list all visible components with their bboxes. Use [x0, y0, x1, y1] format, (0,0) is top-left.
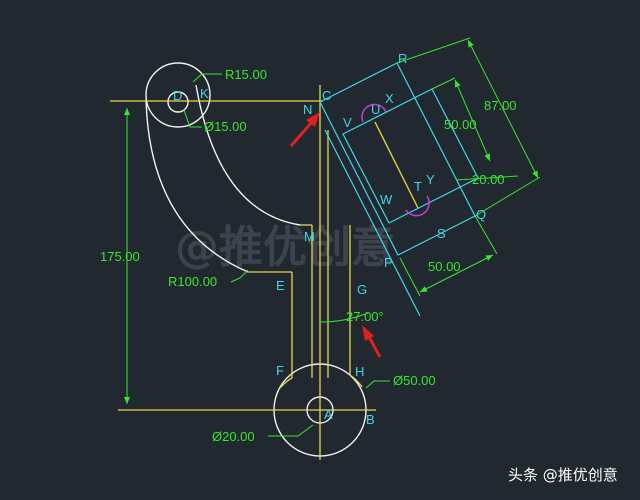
point-label-x: X — [385, 91, 394, 106]
rotated-block — [319, 62, 479, 317]
dim-r100: R100.00 — [168, 274, 217, 289]
point-label-h: H — [355, 364, 364, 379]
point-label-g: G — [357, 282, 367, 297]
point-label-f: F — [276, 363, 284, 378]
source-credit: 头条 @推优创意 — [508, 466, 618, 484]
dim-50-upper: 50.00 — [444, 117, 477, 132]
dim-20: 20.00 — [472, 172, 505, 187]
point-label-p: P — [384, 255, 393, 270]
dim-d20: Ø20.00 — [212, 429, 255, 444]
point-label-c: C — [322, 88, 331, 103]
point-label-b: B — [366, 412, 375, 427]
point-label-n: N — [303, 102, 312, 117]
construction-lines — [110, 85, 419, 460]
boss-outer-circle — [145, 62, 211, 128]
point-label-u: U — [371, 102, 380, 117]
point-label-r: R — [398, 51, 407, 66]
slot-bottom-arc — [405, 195, 430, 217]
point-label-y: Y — [426, 172, 435, 187]
point-labels: A B C D E F G H K M N P Q R S T U V W X … — [173, 51, 486, 427]
dim-d50: Ø50.00 — [393, 373, 436, 388]
dim-angle: 27.00° — [346, 309, 384, 324]
point-label-m: M — [304, 229, 315, 244]
inner-rectangle — [342, 88, 479, 224]
point-label-q: Q — [476, 207, 486, 222]
dimension-lines — [124, 37, 541, 437]
hole-d15-circle — [167, 91, 189, 113]
point-label-d: D — [173, 88, 182, 103]
point-label-s: S — [437, 226, 446, 241]
point-label-t: T — [414, 179, 422, 194]
dim-50-lower: 50.00 — [428, 259, 461, 274]
callout-arrows — [289, 112, 382, 358]
dim-175: 175.00 — [100, 249, 140, 264]
dim-87: 87.00 — [484, 98, 517, 113]
point-label-e: E — [276, 278, 285, 293]
point-label-w: W — [380, 192, 393, 207]
point-label-k: K — [200, 86, 209, 101]
arm-inner-arc — [195, 84, 301, 226]
point-label-a: A — [324, 407, 333, 422]
dim-r15: R15.00 — [225, 67, 267, 82]
dimension-labels: R15.00 Ø15.00 175.00 R100.00 27.00° Ø50.… — [100, 67, 517, 444]
dim-d15: Ø15.00 — [204, 119, 247, 134]
slot-top-arc — [361, 103, 387, 123]
watermark: @推优创意 — [175, 222, 395, 273]
point-label-v: V — [343, 115, 352, 130]
arm-outer-arc — [145, 99, 249, 273]
